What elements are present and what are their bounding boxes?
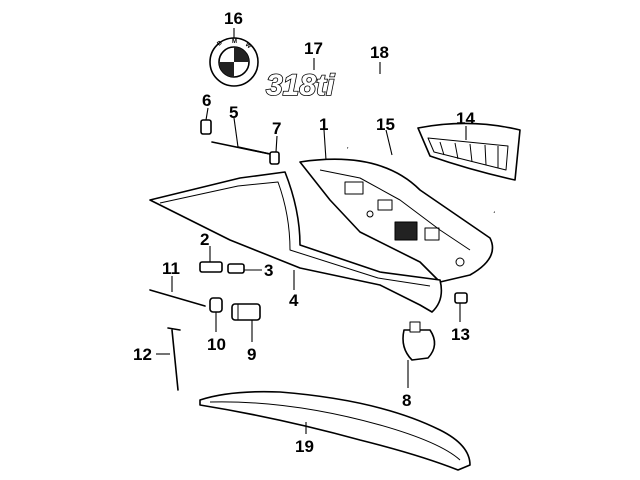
callout-15: 15 [376, 115, 395, 134]
callout-9: 9 [247, 345, 256, 364]
callout-14: 14 [456, 109, 475, 128]
trunk-lid-panel-part [299, 158, 494, 283]
emblem-letter-b: B [216, 40, 224, 48]
model-badge-text: 318ti [266, 69, 335, 102]
callout-5: 5 [229, 103, 238, 122]
brake-light-part [417, 122, 521, 181]
callout-17: 17 [304, 39, 323, 58]
bumper-stop-part [454, 292, 468, 304]
emblem-letter-m: M [232, 39, 237, 45]
trunk-latch-part [402, 321, 436, 361]
callout-7: 7 [272, 119, 281, 138]
bmw-emblem-part: B M W [209, 37, 259, 87]
release-rod-part [149, 289, 206, 307]
leader-lines [156, 28, 467, 434]
hinge-bracket-left-part [199, 261, 223, 273]
callout-4: 4 [289, 291, 299, 310]
callout-3: 3 [264, 261, 273, 280]
callout-labels: 1 2 3 4 5 6 7 8 9 10 11 12 13 14 15 16 1… [133, 9, 475, 456]
support-rod-part [167, 327, 181, 391]
callout-1: 1 [319, 115, 328, 134]
hinge-bracket-right-part [227, 263, 245, 274]
trunk-seal-part [149, 171, 443, 313]
trim-strip-part [347, 146, 495, 214]
callout-18: 18 [370, 43, 389, 62]
callout-8: 8 [402, 391, 411, 410]
callout-2: 2 [200, 230, 209, 249]
trunk-trim-panel-part [199, 390, 471, 471]
callout-10: 10 [207, 335, 226, 354]
callout-12: 12 [133, 345, 152, 364]
callout-13: 13 [451, 325, 470, 344]
emblem-letter-w: W [244, 42, 252, 50]
callout-19: 19 [295, 437, 314, 456]
callout-11: 11 [162, 259, 180, 278]
strut-pin-lower-part [269, 151, 280, 165]
model-badge-part: 318ti [265, 68, 336, 103]
callout-16: 16 [224, 9, 243, 28]
callout-6: 6 [202, 91, 211, 110]
lock-actuator-part [231, 303, 261, 321]
gas-strut-part [211, 141, 271, 155]
lock-cylinder-part [209, 297, 223, 313]
strut-pin-upper-part [200, 119, 212, 135]
